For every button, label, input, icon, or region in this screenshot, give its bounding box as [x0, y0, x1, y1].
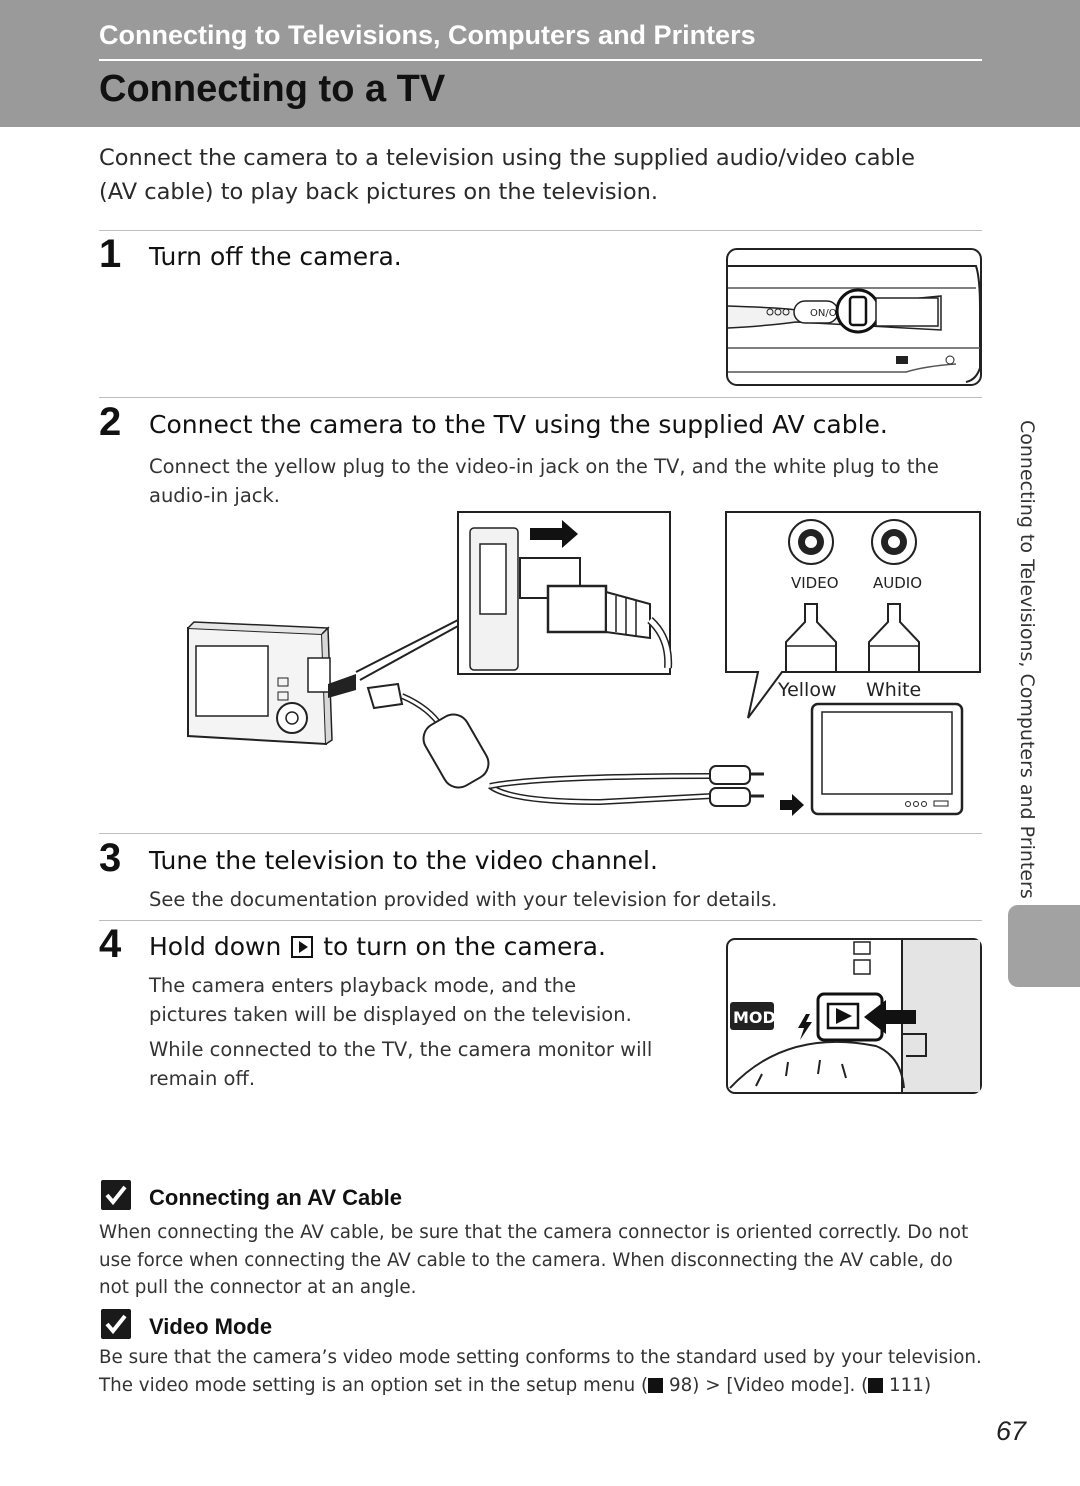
on-off-label: ON/OFF: [810, 308, 848, 319]
step-title: Tune the television to the video channel…: [149, 846, 658, 875]
step-title: Hold down to turn on the camera.: [149, 932, 606, 961]
power-switch-illustration: ON/OFF: [726, 248, 982, 386]
audio-jack-label: AUDIO: [873, 574, 922, 592]
step-title-before: Hold down: [149, 932, 282, 961]
step-body: Connect the yellow plug to the video-in …: [149, 455, 939, 507]
step-title-after: to turn on the camera.: [323, 932, 606, 961]
page-ref: 98: [669, 1374, 693, 1396]
note-title: Video Mode: [149, 1314, 273, 1339]
camera-body: [187, 621, 333, 746]
side-tab: [1008, 905, 1080, 987]
step-number: 3: [99, 836, 122, 880]
note-title: Connecting an AV Cable: [149, 1185, 403, 1210]
note-body: When connecting the AV cable, be sure th…: [99, 1222, 969, 1298]
yellow-plug-label: Yellow: [777, 679, 837, 701]
step-title: Connect the camera to the TV using the s…: [149, 410, 888, 439]
divider: [99, 230, 982, 231]
divider: [99, 397, 982, 398]
divider: [99, 920, 982, 921]
side-section-label: Connecting to Televisions, Computers and…: [1016, 420, 1038, 899]
check-icon: [101, 1309, 131, 1339]
mode-label: MODE: [733, 1008, 787, 1027]
page-number: 67: [996, 1416, 1027, 1446]
step-body: See the documentation provided with your…: [149, 888, 778, 911]
white-plug-label: White: [866, 679, 921, 701]
intro-paragraph: Connect the camera to a television using…: [99, 145, 915, 205]
tv-illustration: [810, 702, 964, 816]
check-icon: [101, 1180, 131, 1210]
step-number: 2: [99, 400, 122, 444]
header-rule: [99, 59, 982, 61]
page-ref: 111: [889, 1374, 924, 1396]
reference-icon: [868, 1377, 884, 1393]
step-body: The camera enters playback mode, and the…: [149, 974, 632, 1026]
divider: [99, 833, 982, 834]
playback-button-icon: [291, 936, 314, 958]
note-text: ): [923, 1374, 932, 1396]
header-band: [0, 0, 1080, 127]
note-body: Be sure that the camera’s video mode set…: [99, 1344, 982, 1399]
page-title: Connecting to a TV: [99, 68, 446, 110]
note-text: Be sure that the camera’s video mode set…: [99, 1347, 982, 1396]
step-number: 4: [99, 922, 122, 966]
reference-icon: [648, 1377, 664, 1393]
video-jack-label: VIDEO: [791, 574, 839, 592]
step-title: Turn off the camera.: [149, 242, 402, 271]
av-connection-illustration: VIDEO AUDIO Yellow White: [187, 511, 981, 816]
playback-button-illustration: MODE: [726, 938, 982, 1094]
step-number: 1: [99, 232, 122, 276]
step-body: While connected to the TV, the camera mo…: [149, 1038, 653, 1090]
section-title: Connecting to Televisions, Computers and…: [99, 20, 756, 50]
note-text: ) > [Video mode]. (: [692, 1374, 869, 1396]
